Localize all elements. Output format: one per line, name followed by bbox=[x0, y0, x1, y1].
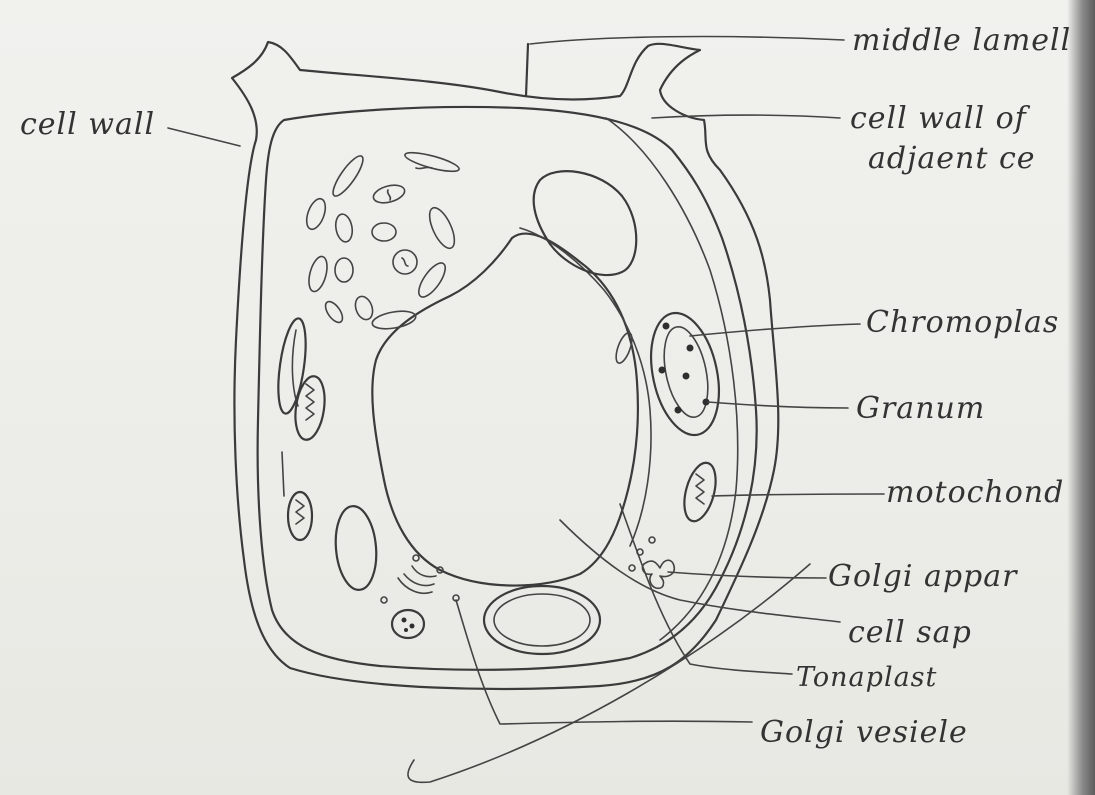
label-tonoplast: Tonaplast bbox=[796, 662, 937, 693]
label-mitochondria: motochond bbox=[886, 475, 1064, 510]
vacuole-small-left bbox=[332, 504, 379, 591]
vacuole-oval-bottom-outer bbox=[484, 586, 600, 654]
mitochondrion-left-1 bbox=[292, 374, 329, 441]
mitochondrion-cristae-right bbox=[696, 474, 704, 504]
label-granum: Granum bbox=[856, 391, 985, 426]
label-cell-wall-adjacent-1: cell wall of bbox=[850, 101, 1031, 136]
leader-cell-wall bbox=[168, 128, 240, 146]
leader-middle-lamella bbox=[530, 37, 844, 44]
mitochondrion-cristae-1 bbox=[306, 384, 314, 420]
leader-cell-wall-adjacent bbox=[652, 115, 840, 118]
chromoplast bbox=[641, 307, 729, 442]
plastid-cluster bbox=[303, 149, 461, 332]
golgi-body-left bbox=[381, 555, 459, 603]
label-cell-wall: cell wall bbox=[20, 107, 155, 142]
label-cell-wall-adjacent-2: adjaent ce bbox=[868, 141, 1036, 176]
leader-cell-sap bbox=[560, 520, 840, 622]
label-cell-sap: cell sap bbox=[848, 615, 972, 650]
tonoplast-outline bbox=[520, 228, 651, 546]
leader-golgi-apparatus bbox=[668, 572, 826, 578]
leader-tonoplast bbox=[620, 504, 792, 674]
middle-lamella-line bbox=[526, 44, 528, 96]
vacuole-oval-bottom-inner bbox=[494, 594, 590, 646]
mitochondrion-right bbox=[679, 459, 722, 524]
mitochondrion-cristae-2 bbox=[296, 500, 304, 524]
stray-pen-line bbox=[408, 564, 810, 782]
label-chromoplast: Chromoplas bbox=[866, 305, 1059, 340]
label-golgi-vesicle: Golgi vesiele bbox=[760, 715, 968, 750]
leader-mitochondria bbox=[712, 494, 884, 496]
label-middle-lamella: middle lamell bbox=[852, 23, 1071, 58]
er-strand-left bbox=[282, 452, 284, 496]
nucleus-small bbox=[392, 610, 424, 638]
leader-chromoplast bbox=[690, 324, 860, 336]
label-golgi-apparatus: Golgi appar bbox=[828, 559, 1018, 594]
vacuole-oval-top bbox=[534, 171, 637, 275]
outer-cell-wall bbox=[232, 42, 778, 689]
central-vacuole bbox=[372, 234, 638, 586]
